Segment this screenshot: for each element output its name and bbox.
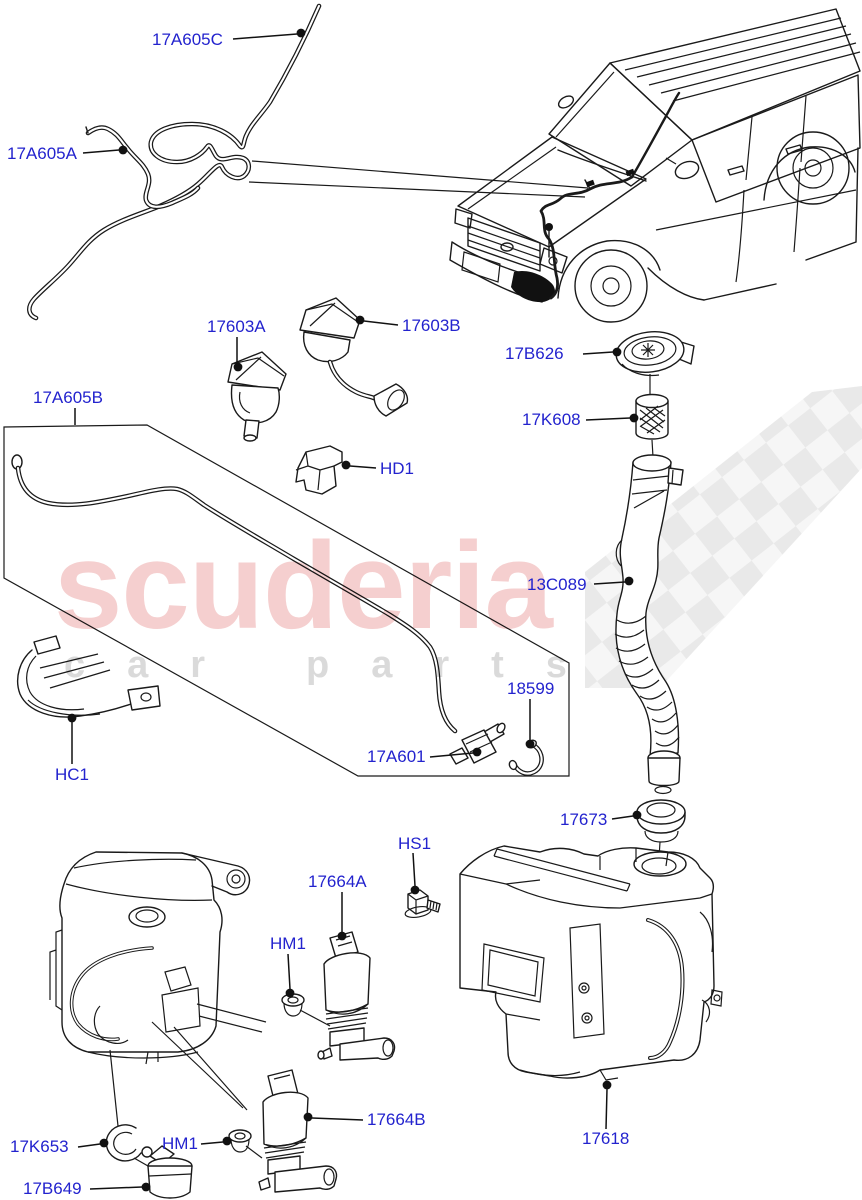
reservoir-rear-view-drawing [49, 851, 267, 1127]
hose-17a605b-inset-box [3, 424, 570, 777]
vehicle-drawing [449, 8, 861, 323]
checkered-flag-watermark [585, 386, 862, 688]
pump-17664a-drawing [317, 931, 396, 1061]
part-label-18599[interactable]: 18599 [507, 679, 555, 698]
part-label-17b649[interactable]: 17B649 [23, 1179, 82, 1198]
clip-hd1-drawing [295, 445, 343, 495]
valve-17a601-drawing [449, 722, 506, 765]
reservoir-17618-drawing [459, 845, 723, 1081]
part-label-17b626[interactable]: 17B626 [505, 344, 564, 363]
part-label-hs1[interactable]: HS1 [398, 834, 432, 853]
leader-lines [67, 28, 642, 1192]
part-label-hm1-rear[interactable]: HM1 [162, 1134, 198, 1153]
seal-17k653-drawing [105, 1124, 149, 1167]
part-label-17603a[interactable]: 17603A [207, 317, 266, 336]
bracket-hc1-drawing [16, 635, 161, 718]
part-label-17603b[interactable]: 17603B [402, 316, 461, 335]
part-label-17k653[interactable]: 17K653 [10, 1137, 69, 1156]
pump-17664b-drawing [258, 1069, 338, 1193]
part-label-17a605c[interactable]: 17A605C [152, 30, 223, 49]
pump-17b649-drawing [141, 1145, 193, 1199]
part-label-17a605b[interactable]: 17A605B [33, 388, 103, 407]
filler-cap-17b626-drawing [615, 331, 695, 377]
elbow-18599-drawing [508, 739, 544, 776]
hood-washer-harness [539, 91, 681, 300]
part-label-17k608[interactable]: 17K608 [522, 410, 581, 429]
grommet-hm1-front-drawing [281, 993, 331, 1027]
part-label-13c089[interactable]: 13C089 [527, 575, 587, 594]
hose-bundle-drawing [27, 3, 589, 321]
grommet-17673-drawing [636, 799, 686, 859]
part-label-hd1[interactable]: HD1 [380, 459, 415, 478]
part-label-17664a[interactable]: 17664A [308, 872, 367, 891]
filler-tube-13c089-drawing [614, 454, 684, 795]
washer-jet-17603b-drawing [299, 297, 409, 417]
part-label-17664b[interactable]: 17664B [367, 1110, 426, 1129]
filter-17k608-drawing [635, 374, 669, 458]
washer-jet-17603a-drawing [227, 351, 287, 442]
part-label-hm1-front[interactable]: HM1 [270, 934, 306, 953]
grommet-hm1-rear-drawing [228, 1129, 263, 1159]
part-label-17a601[interactable]: 17A601 [367, 747, 426, 766]
part-label-17673[interactable]: 17673 [560, 810, 608, 829]
part-label-17a605a[interactable]: 17A605A [7, 144, 77, 163]
part-label-17618[interactable]: 17618 [582, 1129, 630, 1148]
screw-hs1-drawing [404, 889, 441, 919]
part-label-hc1[interactable]: HC1 [55, 765, 90, 784]
